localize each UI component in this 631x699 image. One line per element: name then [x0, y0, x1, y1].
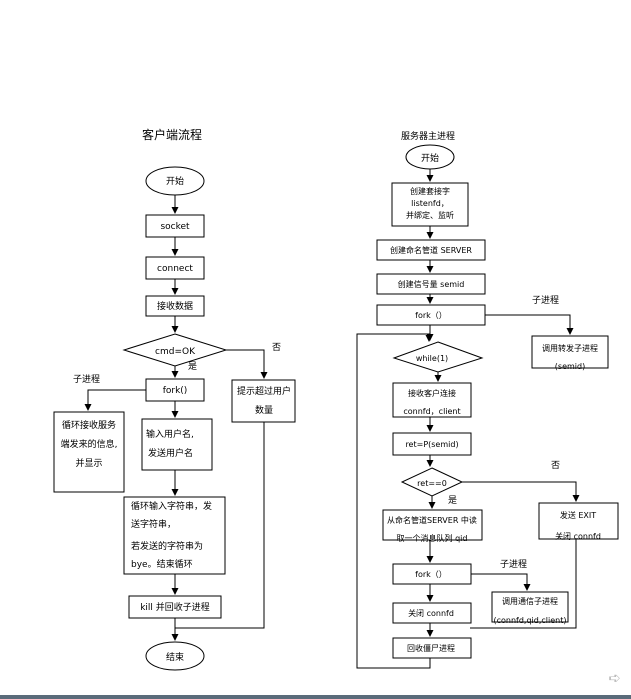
next-page-arrow-icon[interactable]: ➪	[608, 669, 621, 687]
client-prompt-line-1: 提示超过用户	[237, 385, 291, 397]
client-loop-input-line-3: 若发送的字符串为	[131, 540, 203, 552]
client-yes-label: 是	[188, 361, 197, 372]
server-forward-node	[531, 335, 609, 369]
client-connect-label: connect	[157, 264, 193, 274]
client-prompt-line-2: 数量	[255, 404, 273, 416]
footer-bar	[0, 695, 631, 699]
server-accept-node	[392, 382, 472, 418]
server-flowchart	[356, 144, 619, 669]
server-create-fifo-node	[376, 239, 486, 261]
server-ret-p-node	[392, 432, 472, 456]
server-fork2-label: fork（）	[415, 570, 447, 579]
server-while-label: while(1)	[416, 354, 448, 363]
client-child-label: 子进程	[73, 374, 100, 385]
client-end-node	[145, 641, 205, 671]
client-child-loop-line-2: 端发来的信息,	[61, 438, 118, 450]
server-send-exit-line-1: 发送 EXIT	[560, 510, 596, 520]
client-child-loop-node	[53, 411, 125, 493]
client-loop-input-line-1: 循环输入字符串，发	[131, 500, 212, 512]
server-create-socket-line-3: 并绑定、监听	[406, 210, 454, 220]
server-send-exit-node	[538, 502, 619, 540]
server-comm-line-1: 调用通信子进程	[502, 596, 558, 606]
server-accept-line-2: connfd，client	[403, 407, 460, 416]
client-kill-label: kill 并回收子进程	[140, 601, 210, 613]
client-loop-input-line-4: bye。结束循环	[131, 558, 193, 570]
server-forward-line-1: 调用转发子进程	[542, 343, 598, 353]
client-socket-label: socket	[160, 222, 190, 232]
server-forward-line-2: (semid)	[555, 362, 585, 371]
server-close-node	[392, 602, 472, 624]
client-start-label: 开始	[166, 175, 184, 187]
server-ret-zero-label: ret==0	[417, 479, 447, 488]
client-no-label: 否	[272, 342, 281, 353]
server-create-sem-node	[376, 273, 486, 295]
client-title: 客户端流程	[142, 127, 202, 142]
server-read-fifo-node	[382, 509, 483, 541]
server-create-sem-label: 创建信号量 semid	[398, 279, 465, 289]
client-fork-label: fork()	[163, 386, 188, 396]
server-reap-node	[392, 637, 472, 659]
server-ret-p-label: ret=P(semid)	[405, 440, 458, 449]
client-child-loop-line-3: 并显示	[75, 457, 102, 469]
server-create-fifo-label: 创建命名管道 SERVER	[390, 245, 472, 255]
server-close-label: 关闭 connfd	[408, 608, 454, 618]
server-comm-node	[491, 591, 569, 623]
server-child-label: 子进程	[532, 295, 559, 306]
server-title: 服务器主进程	[401, 130, 455, 142]
server-read-fifo-line-2: 取一个消息队列 qid	[397, 533, 468, 543]
client-input-user-line-2: 发送用户名	[148, 447, 193, 459]
server-reap-label: 回收僵尸进程	[407, 643, 455, 653]
server-send-exit-line-2: 关闭 connfd	[555, 531, 601, 541]
server-yes-label: 是	[448, 495, 457, 506]
client-input-user-node	[141, 418, 213, 471]
client-cmd-label: cmd=OK	[155, 347, 196, 357]
server-read-fifo-line-1: 从命名管道SERVER 中读	[387, 515, 477, 525]
client-end-label: 结束	[166, 651, 184, 663]
server-create-socket-line-1: 创建套接字	[410, 186, 450, 196]
client-input-user-line-1: 输入用户名,	[146, 428, 194, 440]
server-no-label: 否	[551, 460, 560, 471]
client-flowchart	[53, 166, 296, 671]
client-receive-label: 接收数据	[157, 300, 193, 312]
client-child-loop-line-1: 循环接收服务	[62, 419, 116, 431]
server-comm-line-2: (connfd,qid,client)	[493, 616, 566, 625]
server-accept-line-1: 接收客户连接	[408, 388, 456, 398]
server-start-label: 开始	[421, 152, 439, 164]
server-fork-label: fork（）	[415, 311, 447, 320]
client-loop-input-line-2: 送字符串，	[131, 518, 176, 530]
server-create-socket-line-2: listenfd，	[411, 199, 449, 208]
server-child-label-2: 子进程	[500, 559, 527, 570]
